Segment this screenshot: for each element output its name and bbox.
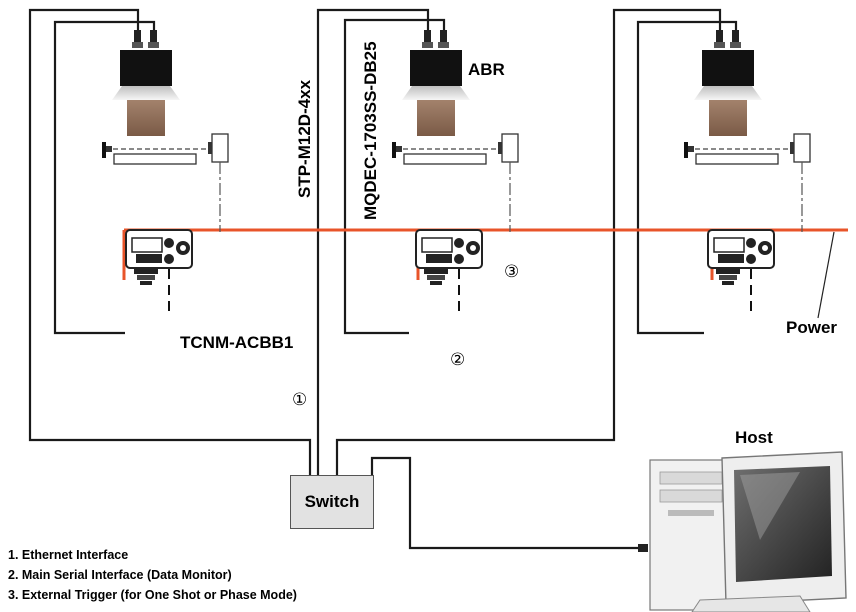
host-label: Host	[735, 428, 773, 447]
barcode-reader-icon	[101, 29, 229, 316]
reader-label: ABR	[468, 60, 505, 79]
cable-ethernet-label: STP-M12D-4xx	[295, 79, 314, 198]
marker-trigger: ③	[504, 262, 520, 281]
marker-serial: ②	[450, 350, 466, 369]
barcode-reader-icon	[683, 29, 811, 316]
computer-icon	[638, 451, 847, 612]
station-left	[101, 29, 229, 316]
connection-box-label: TCNM-ACBB1	[180, 333, 294, 352]
marker-ethernet: ①	[292, 390, 308, 409]
cable-serial-label: MQDEC-1703SS-DB25	[361, 41, 380, 220]
ethernet-cables	[28, 8, 738, 550]
switch-box: Switch	[290, 475, 374, 529]
legend-item: 2. Main Serial Interface (Data Monitor)	[8, 568, 232, 582]
station-right	[683, 29, 811, 316]
legend-item: 3. External Trigger (for One Shot or Pha…	[8, 588, 297, 602]
legend-item: 1. Ethernet Interface	[8, 548, 129, 562]
legend: 1. Ethernet Interface 2. Main Serial Int…	[8, 545, 297, 605]
power-label: Power	[786, 318, 838, 337]
power-callout-line	[817, 231, 835, 319]
